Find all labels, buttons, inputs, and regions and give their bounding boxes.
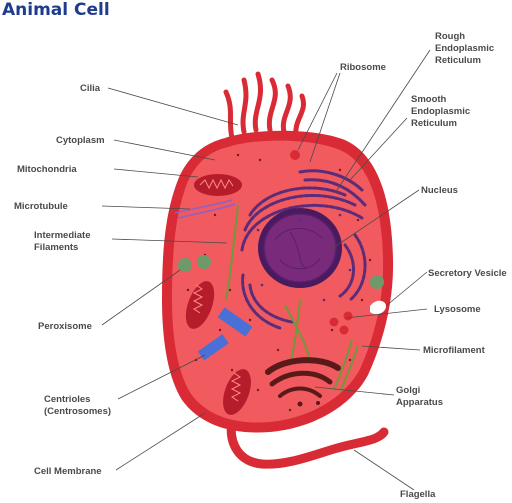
- label-microtubule: Microtubule: [14, 201, 68, 212]
- label-smooth-er-3: Reticulum: [411, 118, 457, 129]
- label-smooth-er-2: Endoplasmic: [411, 106, 470, 117]
- diagram-title: Animal Cell: [2, 0, 110, 20]
- label-rough-er-1: Rough: [435, 31, 465, 42]
- label-smooth-er-1: Smooth: [411, 94, 447, 105]
- label-intermediate-filaments-1: Intermediate: [34, 230, 91, 241]
- label-nucleus: Nucleus: [421, 185, 458, 196]
- label-cell-membrane: Cell Membrane: [34, 466, 102, 477]
- cytoplasm-granules: [186, 153, 372, 412]
- label-golgi-2: Apparatus: [396, 397, 443, 408]
- label-rough-er-3: Reticulum: [435, 55, 481, 66]
- leader-lines: [101, 49, 431, 491]
- microtubule: [174, 199, 236, 219]
- label-microfilament: Microfilament: [423, 345, 486, 356]
- flagella: [226, 415, 389, 469]
- label-golgi-1: Golgi: [396, 385, 420, 396]
- label-peroxisome: Peroxisome: [38, 321, 92, 332]
- lysosomes: [290, 150, 353, 335]
- mitochondria: [185, 174, 251, 415]
- label-centrioles-2: (Centrosomes): [44, 406, 111, 417]
- label-lysosome: Lysosome: [434, 304, 481, 315]
- label-ribosome: Ribosome: [340, 62, 386, 73]
- nucleus: [258, 208, 342, 288]
- label-cilia: Cilia: [80, 83, 101, 94]
- label-rough-er-2: Endoplasmic: [435, 43, 494, 54]
- cilia: [223, 71, 306, 141]
- centrioles: [197, 307, 253, 361]
- smooth-endoplasmic-reticulum: [298, 169, 367, 207]
- filaments: [225, 204, 359, 393]
- secretory-vesicle: [370, 300, 386, 315]
- label-cytoplasm: Cytoplasm: [56, 135, 105, 146]
- golgi-apparatus: [265, 357, 341, 407]
- ribosomes: [256, 213, 352, 302]
- label-secretory-vesicle: Secretory Vesicle: [428, 268, 507, 279]
- label-centrioles-1: Centrioles: [44, 394, 90, 405]
- label-flagella: Flagella: [400, 489, 436, 500]
- label-mitochondria: Mitochondria: [17, 164, 77, 175]
- rough-endoplasmic-reticulum: [240, 186, 367, 330]
- diagram-labels: Cilia Cytoplasm Mitochondria Microtubule…: [14, 31, 507, 500]
- peroxisomes: [178, 255, 384, 289]
- label-intermediate-filaments-2: Filaments: [34, 242, 78, 253]
